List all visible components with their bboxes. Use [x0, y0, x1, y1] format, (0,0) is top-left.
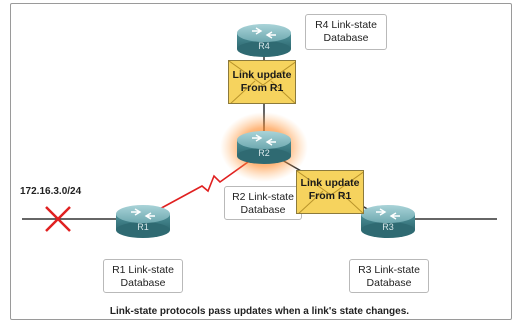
r3-label-line2: Database [366, 277, 412, 289]
serial-link-r1-r2 [142, 151, 263, 219]
router-icon-r3: R3 [361, 205, 415, 238]
router-icon-r1: R1 [116, 205, 170, 238]
r1-label-line2: Database [120, 277, 166, 289]
r1-database-label: R1 Link-state Database [103, 259, 183, 293]
link-down-x-icon [45, 206, 71, 232]
router-tag-r1: R1 [137, 222, 149, 232]
link-update-envelope-r4: Link update From R1 [228, 60, 296, 104]
r1-label-line1: R1 Link-state [112, 264, 174, 276]
envelope-icon [297, 171, 363, 213]
r3-database-label: R3 Link-state Database [349, 259, 429, 293]
diagram-caption: Link-state protocols pass updates when a… [109, 306, 410, 317]
router-icon-r4: R4 [237, 24, 291, 57]
update-line1: Link update [300, 177, 360, 189]
network-address-label: 172.16.3.0/24 [20, 186, 82, 197]
diagram-frame [10, 3, 512, 320]
r4-label-line2: Database [323, 32, 369, 44]
r4-label-line1: R4 Link-state [315, 19, 377, 31]
update-line2: From R1 [240, 82, 284, 94]
update-line2: From R1 [308, 190, 352, 202]
envelope-icon [229, 61, 295, 103]
r3-label-line1: R3 Link-state [358, 264, 420, 276]
router-icon-r2: R2 [237, 131, 291, 164]
link-update-envelope-r3: Link update From R1 [296, 170, 364, 214]
update-line1: Link update [232, 69, 292, 81]
r2-database-label: R2 Link-state Database [224, 186, 302, 220]
router-tag-r3: R3 [382, 222, 394, 232]
r2-label-line1: R2 Link-state [232, 191, 294, 203]
r4-database-label: R4 Link-state Database [305, 14, 387, 50]
router-tag-r4: R4 [258, 41, 270, 51]
r2-label-line2: Database [240, 204, 286, 216]
router-tag-r2: R2 [258, 148, 270, 158]
